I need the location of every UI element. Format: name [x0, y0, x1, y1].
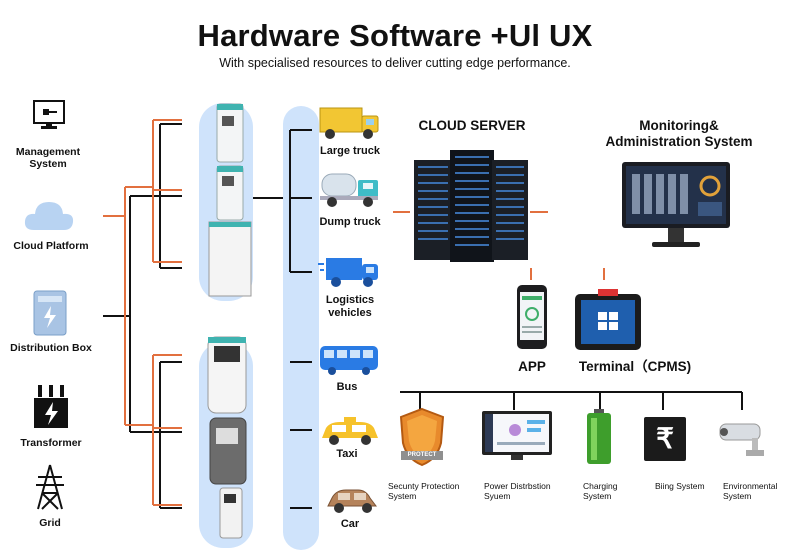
cloud-icon	[22, 196, 76, 232]
charger-bottom-2	[209, 417, 247, 485]
management-system-icon	[33, 100, 65, 130]
system-label-charging: Charging System	[583, 481, 618, 501]
source-label-cloud: Cloud Platform	[13, 240, 89, 252]
source-label-management: Management System	[15, 146, 81, 170]
vehicle-label-logistics: Logistics vehicles	[325, 294, 375, 319]
car-icon	[324, 484, 380, 514]
large-truck-icon	[318, 106, 380, 140]
charger-top-2	[216, 165, 244, 221]
system-label-environmental: Environmental System	[723, 481, 778, 501]
vehicle-label-large-truck: Large truck	[320, 145, 380, 157]
system-label-security: Secunty Protection System	[388, 481, 460, 501]
source-label-transformer: Transformer	[20, 437, 82, 449]
app-label: APP	[518, 359, 546, 374]
dump-truck-icon	[318, 168, 382, 208]
system-label-billing: Biing System	[655, 481, 705, 491]
battery-icon	[585, 408, 613, 466]
terminal-label: Terminal（CPMS)	[578, 359, 692, 374]
page-subtitle: With specialised resources to deliver cu…	[219, 56, 571, 70]
vehicle-label-taxi: Taxi	[336, 448, 358, 460]
charger-bottom-3	[219, 487, 243, 539]
rupee-icon: ₹	[644, 417, 686, 461]
page-title: Hardware Software +Ul UX	[197, 18, 593, 53]
monitor-icon	[620, 160, 732, 250]
cloud-server-label: CLOUD SERVER	[418, 118, 526, 133]
logistics-vehicle-icon	[318, 254, 380, 288]
protect-badge-text: PROTECT	[407, 452, 437, 458]
server-rack-icon	[412, 148, 530, 264]
taxi-icon	[318, 416, 382, 446]
system-label-power: Power Distrbstion Syuem	[484, 481, 551, 501]
vehicle-label-dump-truck: Dump truck	[319, 216, 381, 228]
bus-icon	[318, 344, 382, 376]
transformer-icon	[31, 384, 71, 430]
smartphone-icon	[516, 284, 548, 350]
charger-cabinet	[208, 221, 252, 297]
vehicle-label-car: Car	[340, 518, 360, 530]
terminal-icon	[574, 288, 642, 352]
monitoring-label: Monitoring& Administration System	[605, 118, 753, 149]
vehicle-bus-bar	[283, 106, 319, 550]
shield-icon: PROTECT	[397, 407, 447, 469]
distribution-box-icon	[33, 290, 67, 336]
charger-bottom-1	[207, 336, 247, 414]
source-label-distribution: Distribution Box	[10, 342, 92, 354]
dashboard-monitor-icon	[481, 410, 553, 462]
charger-top-1	[216, 103, 244, 163]
camera-icon	[716, 420, 768, 460]
vehicle-label-bus: Bus	[336, 381, 358, 393]
power-tower-icon	[34, 463, 66, 511]
source-label-grid: Grid	[39, 517, 61, 529]
